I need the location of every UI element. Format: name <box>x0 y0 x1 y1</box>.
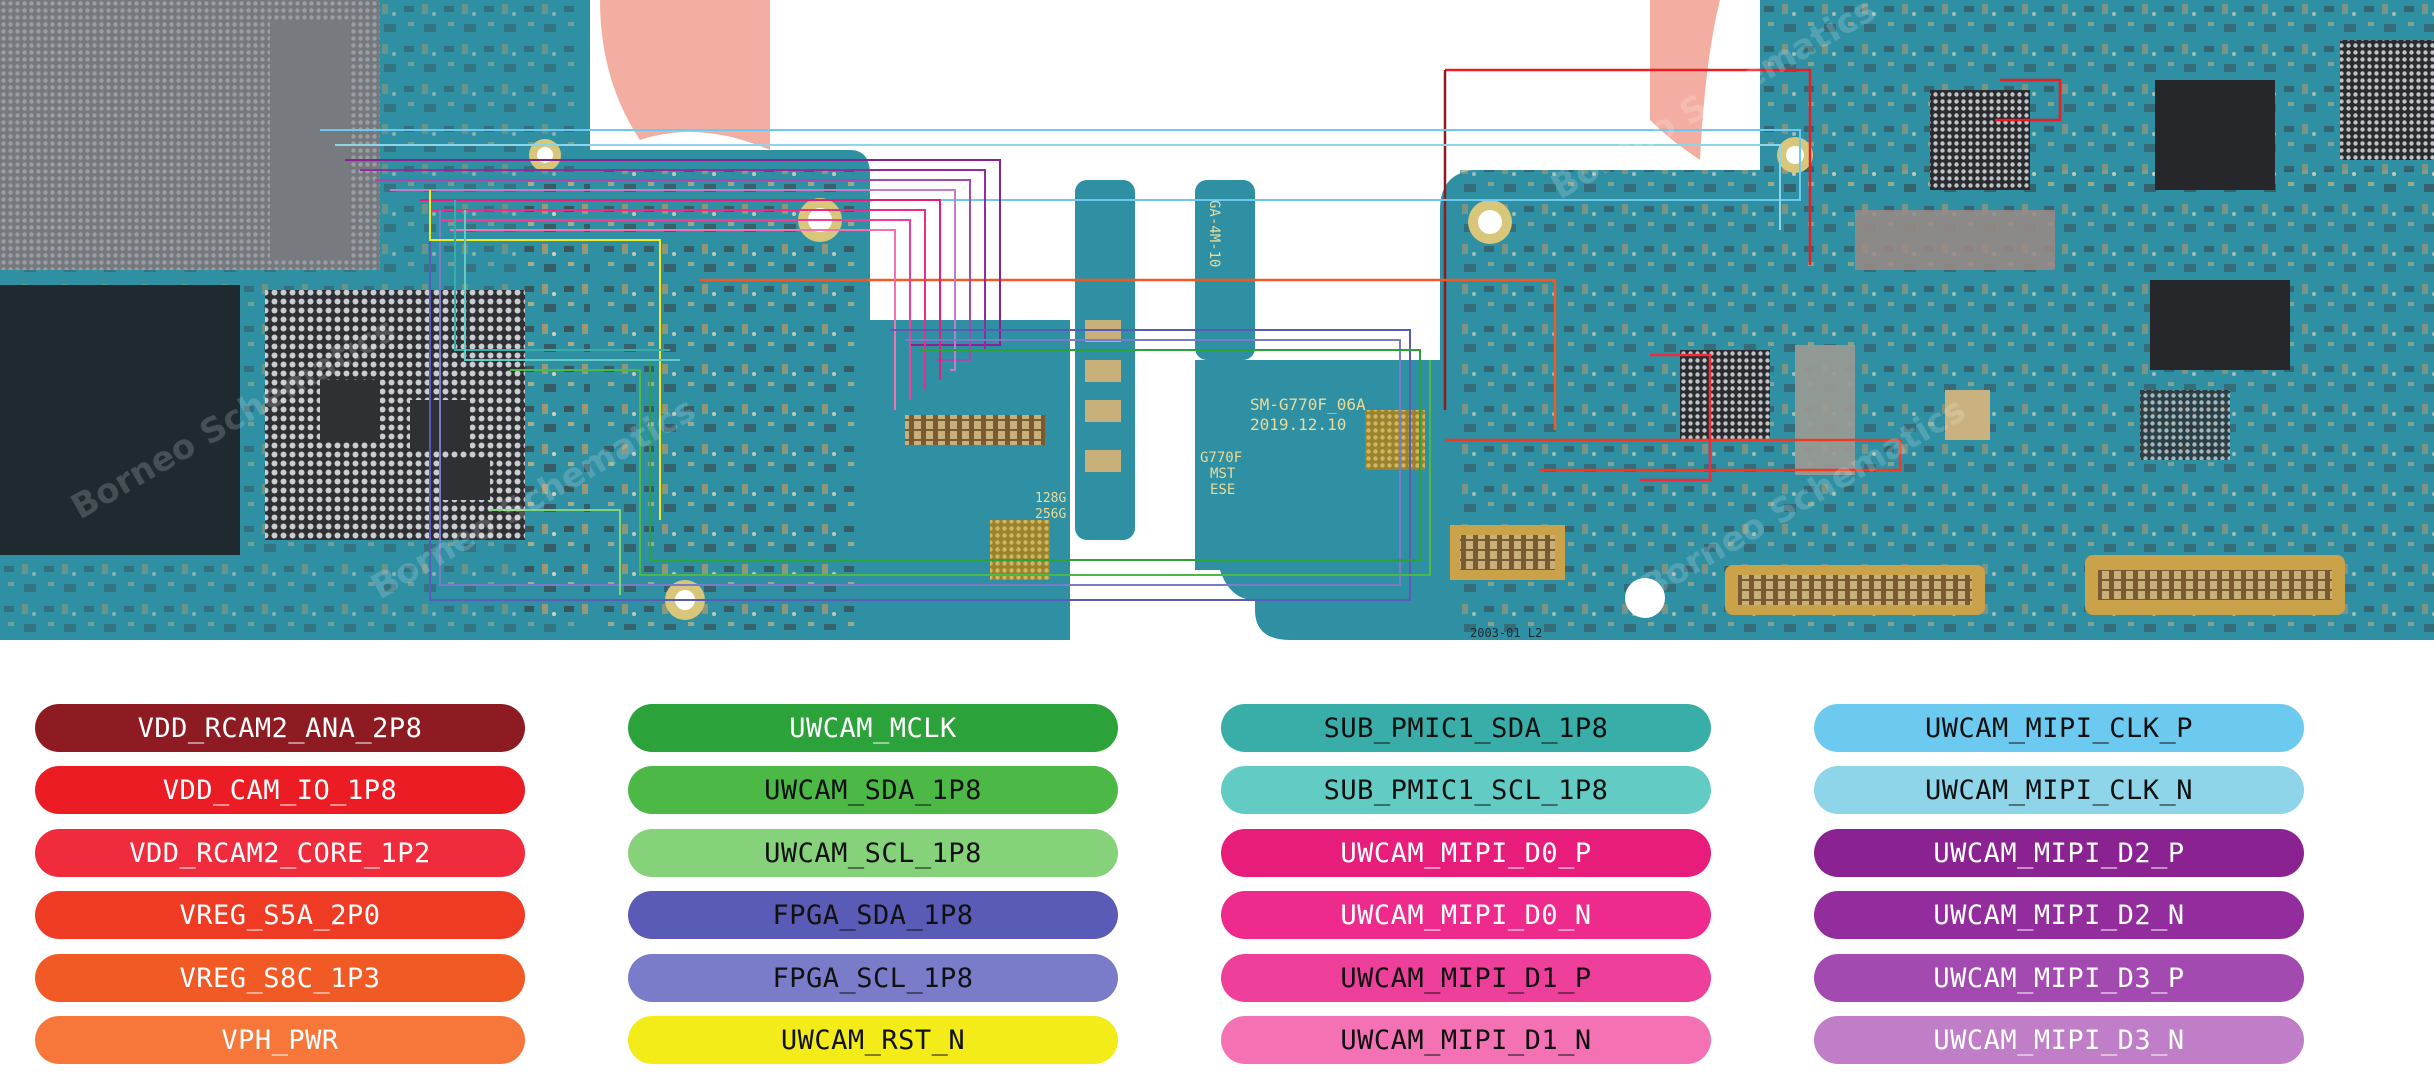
legend-net-pill: UWCAM_MIPI_D2_N <box>1814 891 2304 939</box>
legend-net-pill: VREG_S8C_1P3 <box>35 954 525 1002</box>
legend-net-pill: UWCAM_MIPI_D3_P <box>1814 954 2304 1002</box>
legend-net-pill: UWCAM_MCLK <box>628 704 1118 752</box>
legend-net-pill: FPGA_SCL_1P8 <box>628 954 1118 1002</box>
net-traces <box>320 68 2062 601</box>
legend-net-pill: VREG_S5A_2P0 <box>35 891 525 939</box>
bga-right-2 <box>1680 350 1770 440</box>
bga-right-1 <box>1930 90 2030 190</box>
silkscreen: SM-G770F_06A 2019.12.10 G770F MST ESE 12… <box>1035 200 1542 640</box>
silkscreen-ese: ESE <box>1210 482 1235 498</box>
silkscreen-storage-1: 128G <box>1035 491 1066 506</box>
legend-net-pill: UWCAM_RST_N <box>628 1016 1118 1064</box>
silkscreen-storage-2: 256G <box>1035 507 1066 522</box>
silkscreen-mst: MST <box>1210 466 1236 482</box>
legend-net-pill: SUB_PMIC1_SCL_1P8 <box>1221 766 1711 814</box>
silkscreen-variant: G770F <box>1200 450 1242 466</box>
legend-net-pill: UWCAM_SDA_1P8 <box>628 766 1118 814</box>
legend-net-pill: UWCAM_MIPI_D0_N <box>1221 891 1711 939</box>
legend-net-pill: FPGA_SDA_1P8 <box>628 891 1118 939</box>
legend-net-pill: UWCAM_MIPI_D1_P <box>1221 954 1711 1002</box>
legend-net-pill: VPH_PWR <box>35 1016 525 1064</box>
legend-net-pill: UWCAM_MIPI_D0_P <box>1221 829 1711 877</box>
chip-right-2 <box>2150 280 2290 370</box>
silkscreen-flex-code: GA-4M-10 <box>1206 200 1222 267</box>
legend-net-pill: UWCAM_SCL_1P8 <box>628 829 1118 877</box>
legend-net-pill: VDD_RCAM2_CORE_1P2 <box>35 829 525 877</box>
legend-net-pill: UWCAM_MIPI_D3_N <box>1814 1016 2304 1064</box>
legend-net-pill: UWCAM_MIPI_CLK_N <box>1814 766 2304 814</box>
chip-right-1 <box>2155 80 2275 190</box>
legend-net-pill: UWCAM_MIPI_D1_N <box>1221 1016 1711 1064</box>
memory-chip <box>0 285 240 555</box>
pcb-board-photo: SM-G770F_06A 2019.12.10 G770F MST ESE 12… <box>0 0 2434 640</box>
legend-net-pill: VDD_RCAM2_ANA_2P8 <box>35 704 525 752</box>
legend-net-pill: SUB_PMIC1_SDA_1P8 <box>1221 704 1711 752</box>
board-to-board-connector-left <box>905 415 1045 445</box>
silkscreen-model: SM-G770F_06A <box>1250 395 1366 414</box>
silkscreen-pcb-rev: 2003-01 L2 <box>1470 626 1542 640</box>
legend-net-pill: VDD_CAM_IO_1P8 <box>35 766 525 814</box>
legend-net-pill: UWCAM_MIPI_CLK_P <box>1814 704 2304 752</box>
silkscreen-date: 2019.12.10 <box>1250 415 1346 434</box>
legend-net-pill: UWCAM_MIPI_D2_P <box>1814 829 2304 877</box>
